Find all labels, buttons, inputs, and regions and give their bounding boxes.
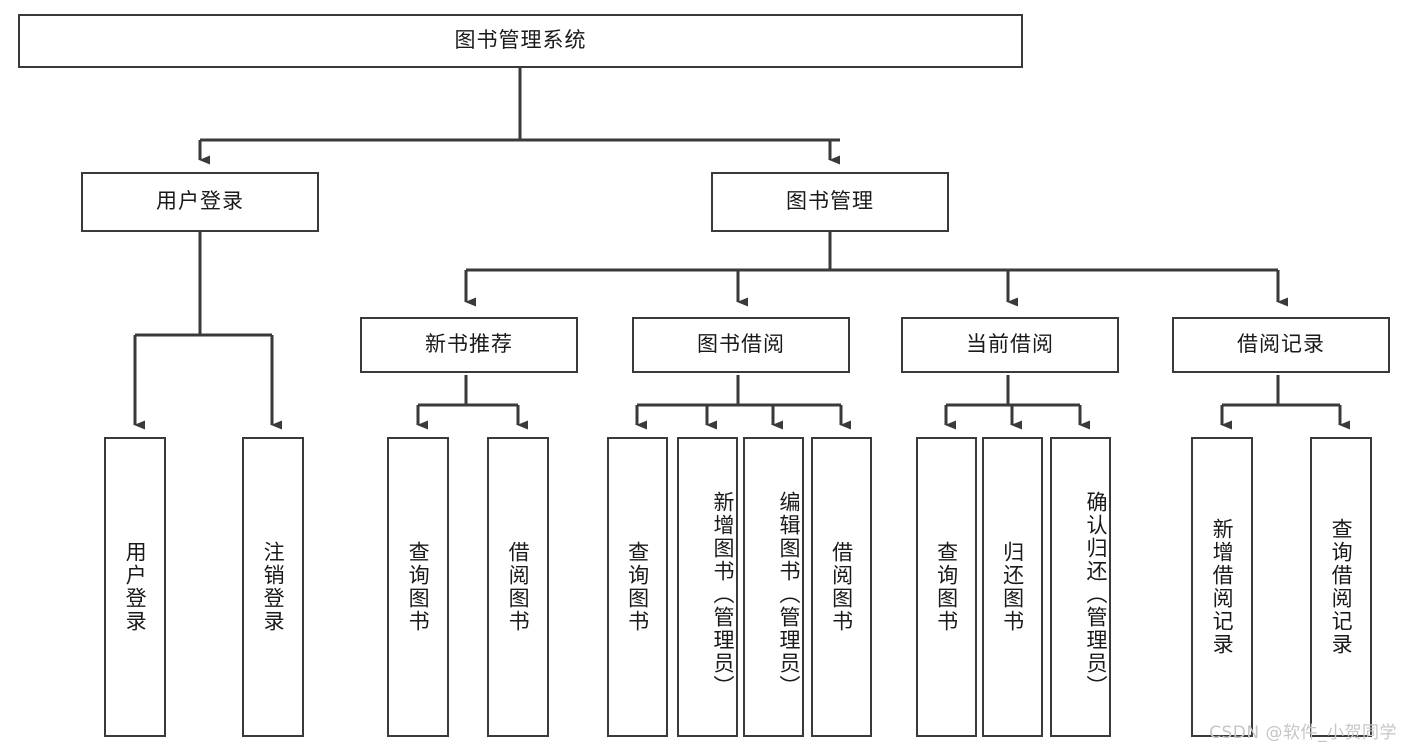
- node-borrow-record-label: 借阅记录: [1237, 332, 1325, 357]
- node-new-book-recommend-label: 新书推荐: [425, 332, 513, 357]
- node-book-management[interactable]: 图书管理: [711, 172, 949, 232]
- leaf-current-query-book-label: 查询图书: [934, 541, 959, 633]
- leaf-borrow-add-book-admin[interactable]: 新增图书（管理员）: [677, 437, 738, 737]
- leaf-borrow-edit-book-admin[interactable]: 编辑图书（管理员）: [743, 437, 804, 737]
- node-book-borrow-label: 图书借阅: [697, 332, 785, 357]
- leaf-record-add-record-label: 新增借阅记录: [1210, 518, 1235, 656]
- csdn-watermark: CSDN @软件_小贺同学: [1209, 723, 1397, 743]
- node-user-login[interactable]: 用户登录: [81, 172, 319, 232]
- node-root-label: 图书管理系统: [454, 28, 587, 53]
- node-current-borrow[interactable]: 当前借阅: [901, 317, 1119, 373]
- leaf-record-add-record[interactable]: 新增借阅记录: [1191, 437, 1253, 737]
- leaf-user-login-login-label: 用户登录: [123, 541, 148, 633]
- node-user-login-label: 用户登录: [156, 189, 244, 214]
- leaf-record-query-record-label: 查询借阅记录: [1329, 518, 1354, 656]
- leaf-current-confirm-return-admin-label: 确认归还（管理员）: [1084, 490, 1108, 698]
- leaf-borrow-query-book[interactable]: 查询图书: [607, 437, 668, 737]
- leaf-current-return-book-label: 归还图书: [1000, 541, 1025, 633]
- leaf-record-query-record[interactable]: 查询借阅记录: [1310, 437, 1372, 737]
- leaf-current-return-book[interactable]: 归还图书: [982, 437, 1043, 737]
- leaf-new-book-query[interactable]: 查询图书: [387, 437, 449, 737]
- leaf-user-login-logout[interactable]: 注销登录: [242, 437, 304, 737]
- leaf-current-query-book[interactable]: 查询图书: [916, 437, 977, 737]
- node-borrow-record[interactable]: 借阅记录: [1172, 317, 1390, 373]
- node-new-book-recommend[interactable]: 新书推荐: [360, 317, 578, 373]
- node-book-borrow[interactable]: 图书借阅: [632, 317, 850, 373]
- leaf-borrow-edit-book-admin-label: 编辑图书（管理员）: [777, 490, 801, 698]
- leaf-borrow-borrow-book-label: 借阅图书: [829, 541, 854, 633]
- leaf-current-confirm-return-admin[interactable]: 确认归还（管理员）: [1050, 437, 1111, 737]
- leaf-new-book-borrow[interactable]: 借阅图书: [487, 437, 549, 737]
- node-book-management-label: 图书管理: [786, 189, 874, 214]
- leaf-user-login-logout-label: 注销登录: [261, 541, 286, 633]
- leaf-borrow-query-book-label: 查询图书: [625, 541, 650, 633]
- node-root-book-management-system[interactable]: 图书管理系统: [18, 14, 1023, 68]
- node-current-borrow-label: 当前借阅: [966, 332, 1054, 357]
- leaf-borrow-add-book-admin-label: 新增图书（管理员）: [711, 490, 735, 698]
- leaf-borrow-borrow-book[interactable]: 借阅图书: [811, 437, 872, 737]
- leaf-new-book-query-label: 查询图书: [406, 541, 431, 633]
- leaf-user-login-login[interactable]: 用户登录: [104, 437, 166, 737]
- leaf-new-book-borrow-label: 借阅图书: [506, 541, 531, 633]
